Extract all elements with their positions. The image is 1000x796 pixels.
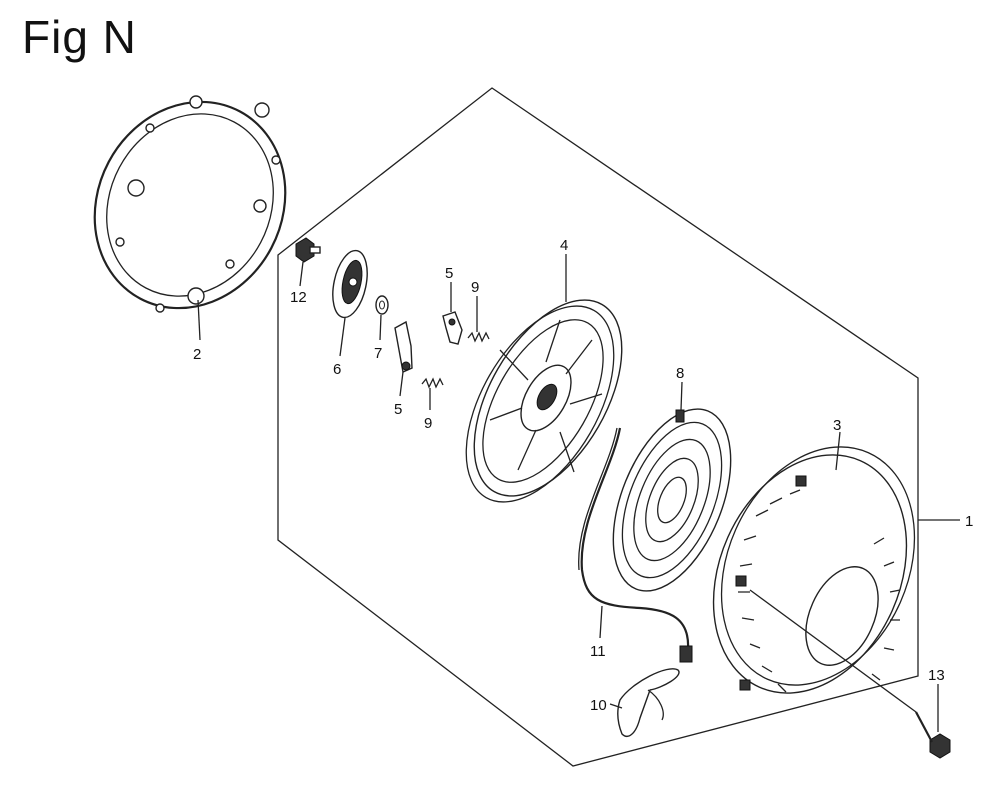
- callout-5a: 5: [445, 265, 453, 282]
- callout-4: 4: [560, 237, 568, 254]
- callout-6: 6: [333, 361, 341, 378]
- reel-pulley-icon: [465, 299, 623, 503]
- recoil-spring-icon: [612, 408, 732, 592]
- spring-icon: [421, 377, 444, 389]
- friction-plate-icon: [332, 249, 368, 319]
- callout-5b: 5: [394, 401, 402, 418]
- callout-9a: 9: [471, 279, 479, 296]
- callout-2: 2: [193, 346, 201, 363]
- callout-13: 13: [928, 667, 945, 684]
- callout-7: 7: [374, 345, 382, 362]
- flange-bolt-icon: [915, 711, 951, 759]
- assembly-boundary: [277, 87, 919, 767]
- starter-rope-icon: [578, 427, 693, 663]
- washer-icon: [375, 295, 389, 315]
- callout-labels: 1 2 3 4 5 5 6 7 8 9 9 10 11 12 13: [193, 237, 973, 714]
- starter-grip-icon: [617, 668, 680, 737]
- callout-9b: 9: [424, 415, 432, 432]
- gasket-icon: [93, 95, 287, 313]
- ratchet-icon: [394, 320, 413, 374]
- starter-case-icon: [712, 446, 916, 694]
- ratchet-icon: [442, 311, 463, 345]
- callout-3: 3: [833, 417, 841, 434]
- setting-bolt-icon: [295, 237, 321, 263]
- callout-12: 12: [290, 289, 307, 306]
- callout-11: 11: [590, 643, 606, 660]
- callout-10: 10: [590, 697, 607, 714]
- figure-title: Fig N: [22, 11, 137, 63]
- spring-icon: [467, 331, 490, 343]
- leader-lines: [197, 254, 960, 732]
- callout-8: 8: [676, 365, 684, 382]
- callout-1: 1: [965, 513, 973, 530]
